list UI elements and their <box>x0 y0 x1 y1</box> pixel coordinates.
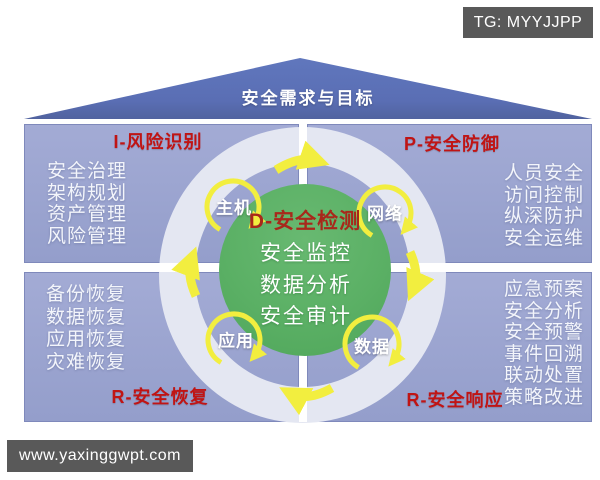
list-security-response: 应急预案 安全分析 安全预警 事件回溯 联动处置 策略改进 <box>504 279 584 409</box>
heading-security-recovery: R-安全恢复 <box>111 387 209 407</box>
core-title: D-安全检测 <box>248 210 362 233</box>
roof-label: 安全需求与目标 <box>241 89 375 108</box>
core-item: 数据分析 <box>260 274 352 297</box>
node-label-host: 主机 <box>216 198 252 218</box>
heading-risk-identification: I-风险识别 <box>113 132 203 152</box>
list-item: 人员安全 <box>504 163 585 184</box>
list-item: 应急预案 <box>504 279 585 300</box>
list-item: 资产管理 <box>47 204 128 225</box>
core-item: 安全审计 <box>260 305 352 328</box>
heading-security-defense: P-安全防御 <box>404 134 500 154</box>
node-label-data: 数据 <box>354 337 390 357</box>
list-item: 架构规划 <box>47 182 128 204</box>
list-item: 安全预警 <box>504 322 585 344</box>
list-item: 风险管理 <box>47 225 128 247</box>
list-item: 联动处置 <box>504 365 585 387</box>
list-item: 数据恢复 <box>46 306 127 328</box>
list-item: 备份恢复 <box>46 284 127 305</box>
list-item: 安全分析 <box>504 300 585 322</box>
list-item: 访问控制 <box>504 184 585 206</box>
list-item: 纵深防护 <box>504 206 585 227</box>
list-security-recovery: 备份恢复 数据恢复 应用恢复 灾难恢复 <box>46 284 126 374</box>
list-item: 事件回溯 <box>504 343 585 365</box>
heading-security-response: R-安全响应 <box>406 390 504 410</box>
list-item: 灾难恢复 <box>46 351 127 373</box>
list-item: 安全治理 <box>47 161 128 182</box>
list-item: 策略改进 <box>504 386 585 408</box>
tg-contact-badge: TG: MYYJJPP <box>463 7 593 38</box>
core-item: 安全监控 <box>260 242 352 265</box>
list-security-defense: 人员安全 访问控制 纵深防护 安全运维 <box>504 163 584 249</box>
node-label-network: 网络 <box>367 204 403 224</box>
list-item: 安全运维 <box>504 227 585 249</box>
node-label-application: 应用 <box>218 331 254 351</box>
website-badge: www.yaxinggwpt.com <box>7 440 193 472</box>
list-risk-identification: 安全治理 架构规划 资产管理 风险管理 <box>47 161 127 247</box>
list-item: 应用恢复 <box>46 329 127 350</box>
